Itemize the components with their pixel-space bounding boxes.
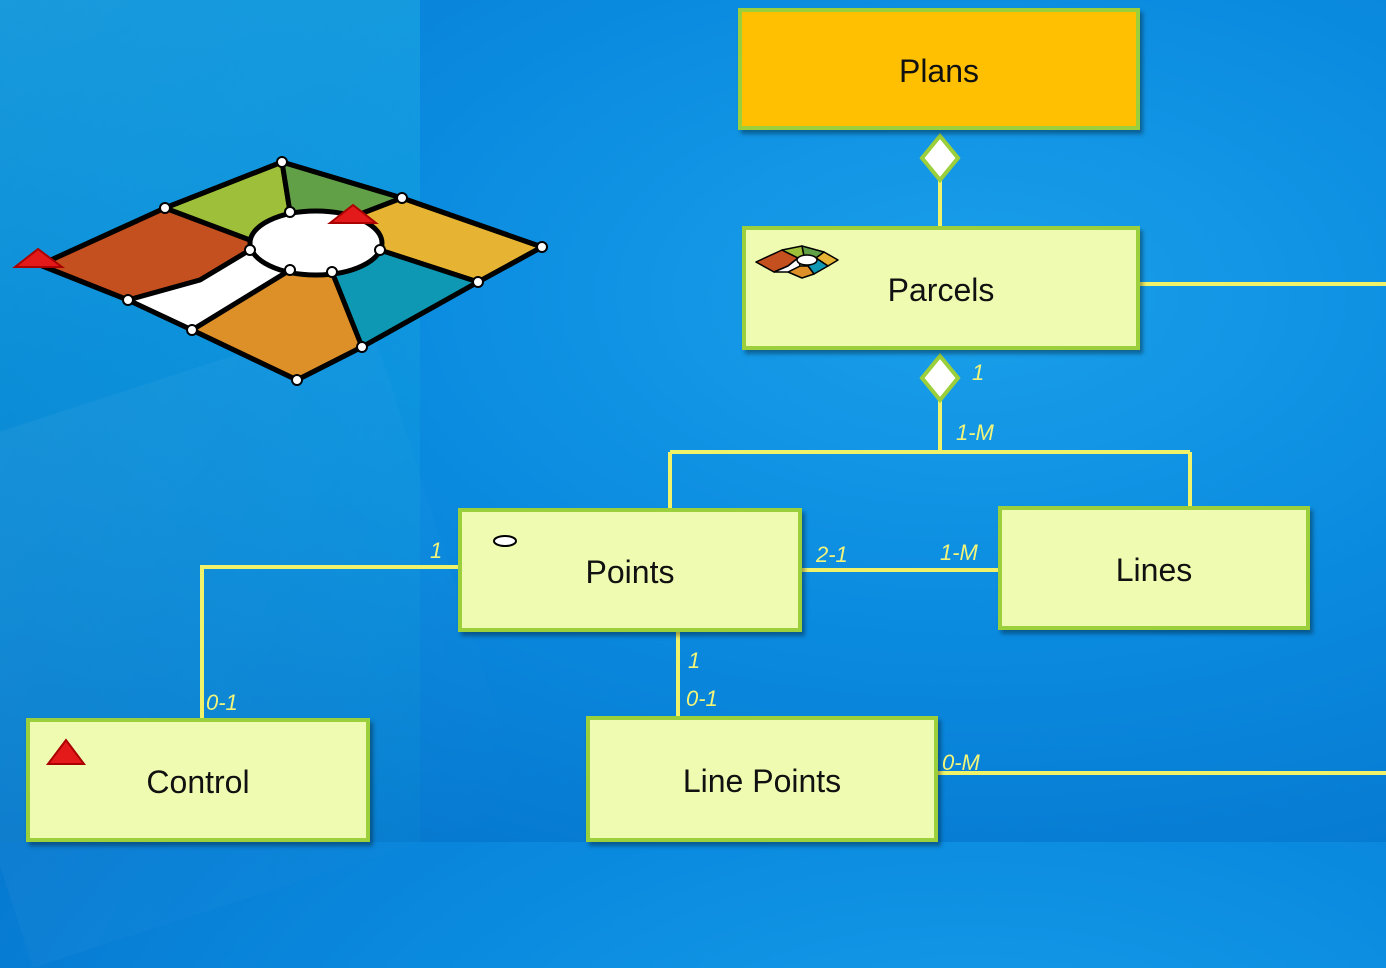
plans-label: Plans [898,52,980,89]
multiplicity-parcels-top: 1 [972,360,985,385]
line-points-label: Line Points [682,762,842,799]
points-control-connector [200,565,460,720]
lines-label: Lines [1115,551,1193,588]
background-gradient [0,0,420,842]
multiplicity-parcels-bottom: 1-M [956,420,994,445]
control-box[interactable]: Control [26,718,370,842]
point-ellipse-icon [493,535,517,547]
plans-aggregation-diamond [919,132,961,184]
multiplicity-lines-points: 1-M [940,540,978,565]
multiplicity-points-control: 1 [430,538,443,563]
points-label: Points [585,553,675,590]
multiplicity-control-top: 0-1 [206,690,238,715]
control-label: Control [146,763,250,800]
control-triangle-icon [46,738,86,765]
line-points-box[interactable]: Line Points [586,716,938,842]
multiplicity-linepoints-top: 0-1 [686,686,718,711]
lines-box[interactable]: Lines [998,506,1310,630]
parcels-aggregation-diamond [919,352,961,404]
plans-box[interactable]: Plans [738,8,1140,130]
parcels-label: Parcels [887,271,995,308]
parcel-fabric-illustration [12,156,548,386]
multiplicity-points-lines: 2-1 [816,542,848,567]
multiplicity-points-bottom: 1 [688,648,701,673]
parcel-fabric-icon [755,245,839,279]
parcels-box[interactable]: Parcels [742,226,1140,350]
multiplicity-linepoints-right: 0-M [942,750,980,775]
points-box[interactable]: Points [458,508,802,632]
connector-lines [200,132,1386,775]
